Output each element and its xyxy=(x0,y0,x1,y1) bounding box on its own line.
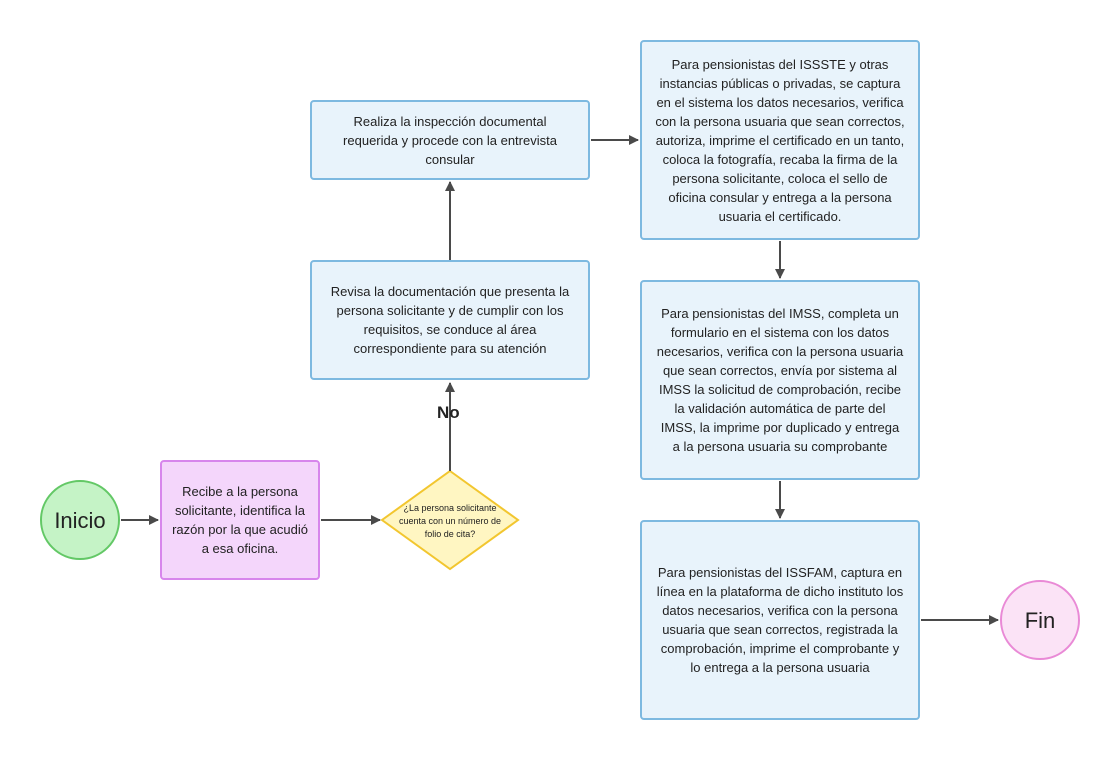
start-node: Inicio xyxy=(40,480,120,560)
issfam-node: Para pensionistas del ISSFAM, captura en… xyxy=(640,520,920,720)
end-node: Fin xyxy=(1000,580,1080,660)
decision-diamond xyxy=(380,469,520,571)
imss-node: Para pensionistas del IMSS, completa un … xyxy=(640,280,920,480)
review-node: Revisa la documentación que presenta la … xyxy=(310,260,590,380)
decision-node-label: ¿La persona solicitante cuenta con un nú… xyxy=(398,502,502,539)
inspect-node: Realiza la inspección documental requeri… xyxy=(310,100,590,180)
receive-node: Recibe a la persona solicitante, identif… xyxy=(160,460,320,580)
edge-label-no: No xyxy=(437,403,460,422)
issste-node: Para pensionistas del ISSSTE y otras ins… xyxy=(640,40,920,240)
